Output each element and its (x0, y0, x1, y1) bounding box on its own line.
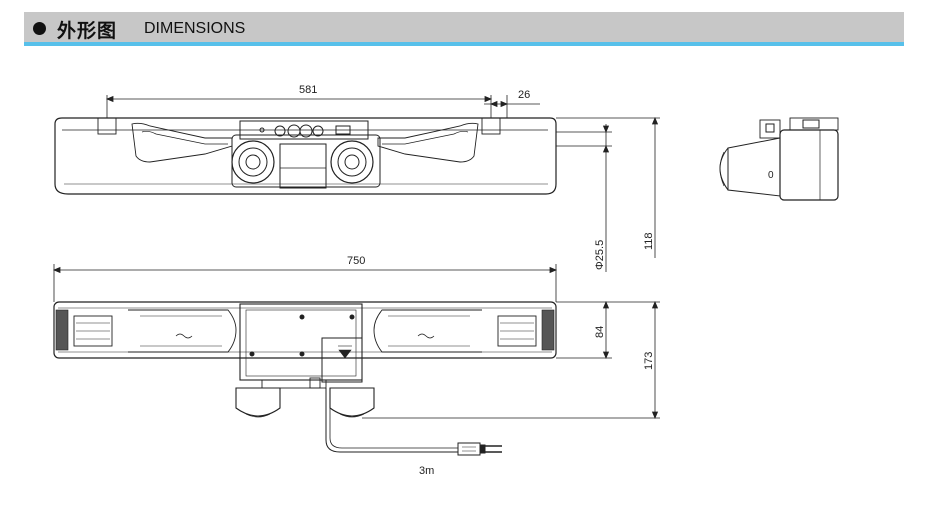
svg-text:0: 0 (768, 170, 774, 181)
dim-diameter: Φ25.5 (594, 240, 606, 270)
header-title-en: DIMENSIONS (144, 20, 246, 37)
bullet-dot-icon (33, 22, 46, 35)
top-view-dimensions (52, 264, 660, 420)
side-view: 0 (719, 117, 839, 201)
header-title-cn: 外形图 (57, 20, 118, 42)
dim-height: 118 (643, 232, 655, 250)
dim-hole-offset: 26 (518, 89, 530, 101)
dim-hole-spacing: 581 (299, 84, 317, 96)
front-view (54, 117, 557, 195)
dim-cable-length: 3m (419, 465, 434, 477)
section-header: 外形图 DIMENSIONS (24, 12, 904, 46)
dim-total-depth: 173 (643, 352, 655, 370)
dim-depth: 84 (594, 326, 606, 338)
top-view (53, 301, 557, 456)
dim-overall-width: 750 (347, 255, 365, 267)
front-view-dimensions (105, 95, 660, 272)
